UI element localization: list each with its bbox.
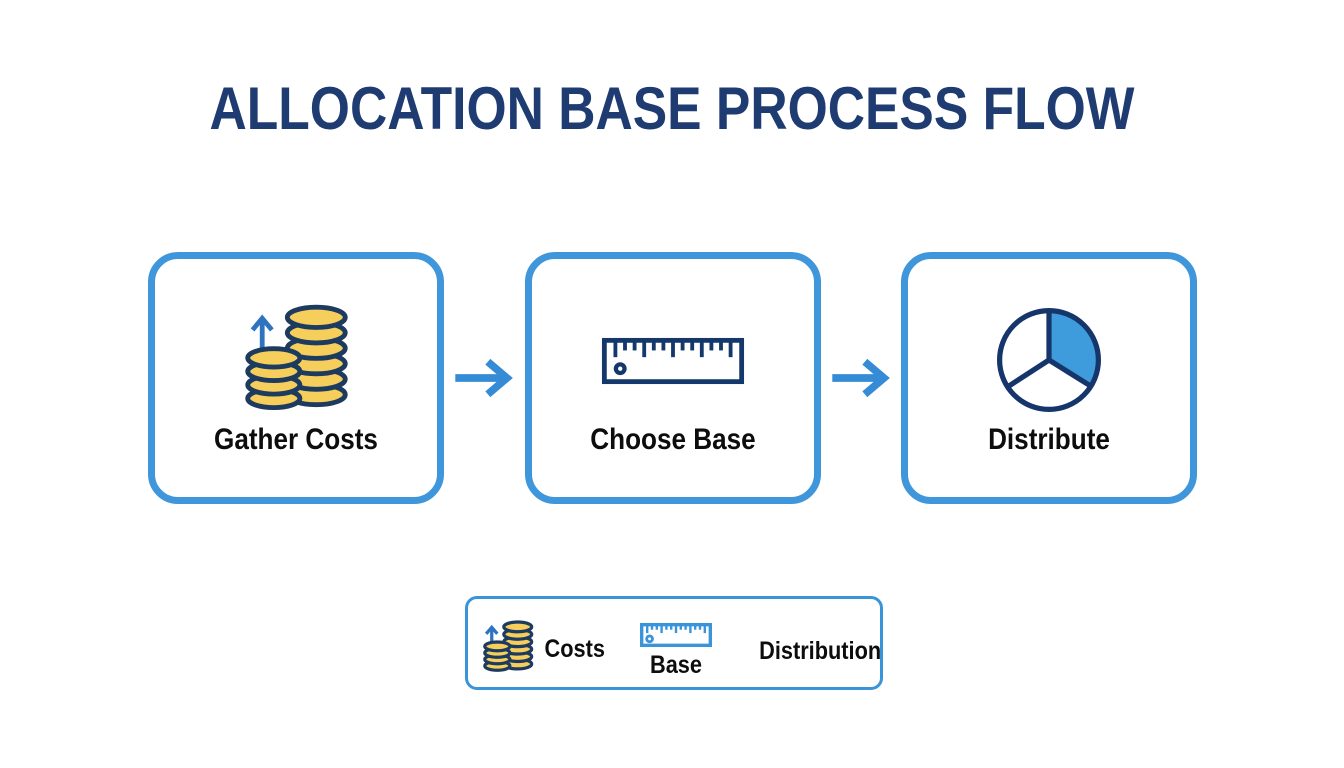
step-label-choose-base: Choose Base [590, 423, 756, 456]
legend-label-base: Base [649, 651, 702, 679]
step-box-choose-base: Choose Base [525, 252, 821, 504]
step-box-distribute: Distribute [901, 252, 1197, 504]
step-label-distribute: Distribute [988, 423, 1110, 456]
coins-icon [482, 617, 534, 673]
legend-box: Costs [465, 596, 883, 690]
legend-label-costs: Costs [544, 635, 605, 663]
page-title: ALLOCATION BASE PROCESS FLOW [209, 75, 1135, 142]
step-label-gather-costs: Gather Costs [214, 423, 378, 456]
ruler-icon [638, 623, 714, 647]
pie-chart-icon [908, 303, 1190, 417]
legend-label-distribution: Distribution [759, 637, 882, 665]
step-box-gather-costs: Gather Costs [148, 252, 444, 504]
ruler-icon [532, 337, 814, 385]
flow-arrow-icon [832, 358, 890, 398]
flow-arrow-icon [455, 358, 513, 398]
coins-icon [155, 299, 437, 411]
